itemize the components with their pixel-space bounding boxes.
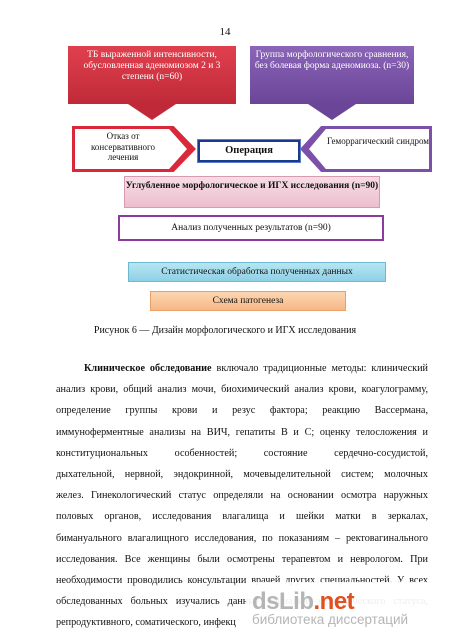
figure-caption: Рисунок 6 — Дизайн морфологического и ИГ… — [93, 325, 357, 336]
paragraph-line: желез. Гинекологический статус определял… — [56, 490, 428, 502]
watermark-background — [246, 582, 446, 637]
analysis-box: Анализ полученных результатов (n=90) — [118, 215, 384, 241]
paragraph-line: обследованных больных изучались данные с… — [56, 596, 428, 608]
comparison-group-box: Группа морфологического сравнения, без б… — [250, 46, 414, 104]
paragraph-lead: Клиническое обследование — [84, 363, 212, 374]
tb-group-box: ТБ выраженной интенсивности, обусловленн… — [68, 46, 236, 104]
paragraph-line: половых органов, исследования влагалища … — [56, 511, 428, 523]
paragraph-line: репродуктивного, соматического, инфекц — [56, 617, 236, 629]
dslib-subtitle: библиотека диссертаций — [252, 612, 409, 627]
paragraph-line: необходимости проводились консультации в… — [56, 575, 428, 587]
dslib-logo[interactable]: dsLib.net — [252, 588, 355, 615]
comparison-group-arrow — [308, 104, 356, 120]
hemorrhagic-label: Геморрагический синдром — [309, 129, 429, 169]
paragraph-line: исследования. Все женщины были осмотрены… — [56, 553, 428, 565]
statistics-box: Статистическая обработка полученных данн… — [128, 262, 386, 282]
clinical-examination-paragraph: Клиническое обследование включало традиц… — [56, 358, 428, 634]
tb-group-arrow — [128, 104, 176, 120]
refusal-label: Отказ от консервативного лечения — [75, 129, 187, 169]
page-number: 14 — [219, 26, 231, 38]
pathogenesis-scheme-box: Схема патогенеза — [150, 291, 346, 311]
paragraph-line: анализ крови, общий анализ мочи, биохими… — [56, 384, 428, 396]
deep-study-box: Углубленное морфологическое и ИГХ исслед… — [124, 176, 380, 208]
paragraph-line: бимануального влагалищного исследования,… — [56, 532, 428, 544]
paragraph-line: дыхательной, нервной, эндокринной, мочев… — [56, 469, 428, 481]
operation-box: Операция — [197, 139, 301, 163]
paragraph-line: определение группы крови и резус фактора… — [56, 405, 428, 417]
paragraph-line: иммуноферментные анализы на ВИЧ, гепатит… — [56, 426, 428, 438]
paragraph-line: Клиническое обследование включало традиц… — [84, 363, 428, 374]
paragraph-line: конституциональных особенностей; состоян… — [56, 447, 428, 459]
